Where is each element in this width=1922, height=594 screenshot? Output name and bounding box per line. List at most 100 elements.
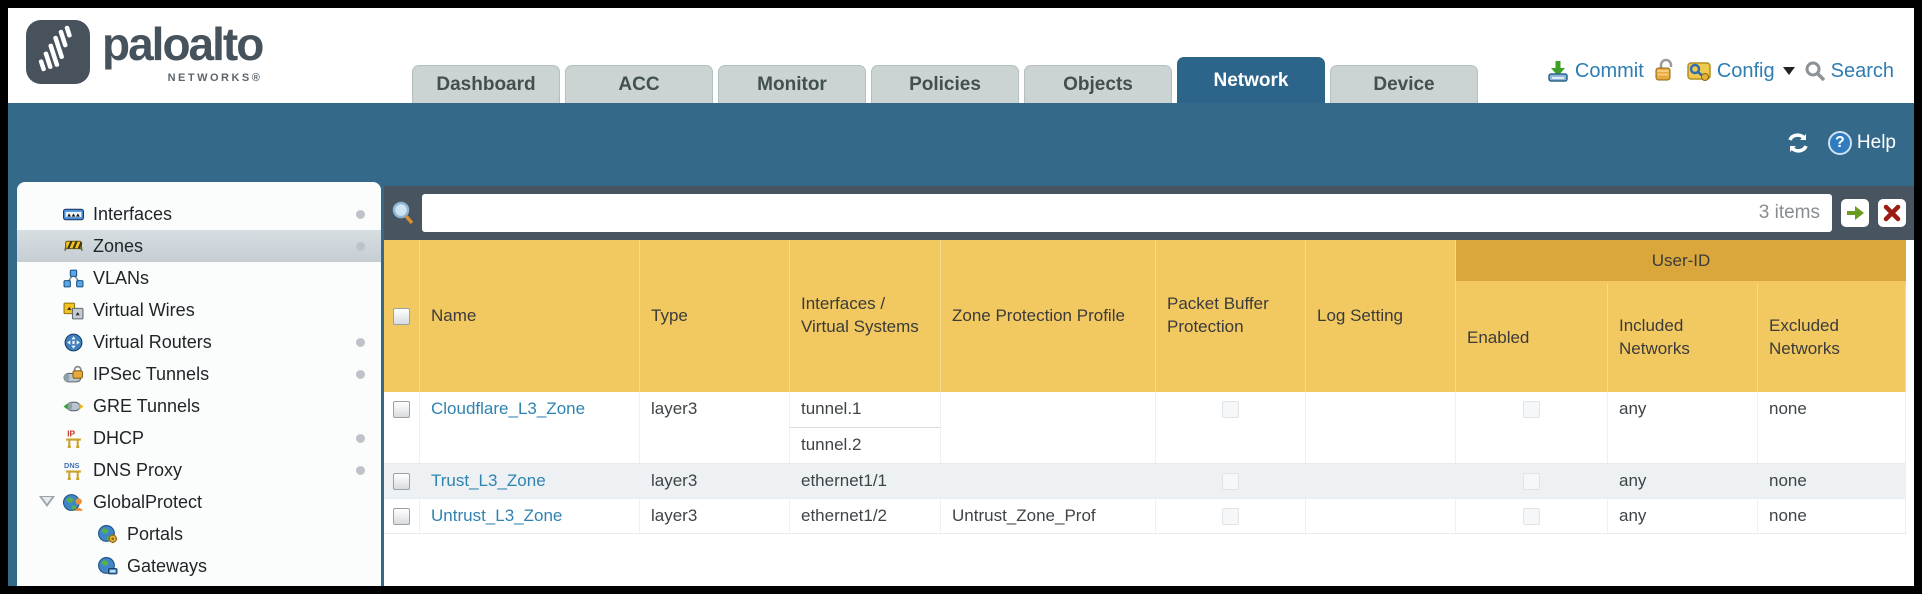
lock-icon[interactable]: [1653, 58, 1677, 84]
sidebar-item-dhcp[interactable]: IP DHCP: [17, 422, 381, 454]
zone-protection-profile-cell: [941, 464, 1156, 498]
zone-name-link[interactable]: Untrust_L3_Zone: [431, 506, 563, 525]
status-dot: [356, 338, 365, 347]
user-id-enabled-checkbox[interactable]: [1523, 401, 1540, 418]
interface-item: tunnel.1: [790, 392, 940, 428]
brand-subtitle: NETWORKS®: [167, 72, 263, 84]
interface-item: tunnel.2: [790, 427, 940, 463]
user-id-subheaders: Enabled Included Networks Excluded Netwo…: [1456, 284, 1906, 392]
sidebar-item-ipsec-tunnels[interactable]: IPSec Tunnels: [17, 358, 381, 390]
config-menu[interactable]: Config: [1686, 59, 1795, 83]
commit-icon: [1548, 61, 1568, 82]
column-header-included-networks[interactable]: Included Networks: [1608, 284, 1758, 392]
main-content: 3 items Name Type: [384, 186, 1914, 586]
page-toolbar: ? Help: [1784, 130, 1896, 156]
zone-name-link[interactable]: Trust_L3_Zone: [431, 471, 546, 490]
virtual-routers-icon: [64, 333, 83, 351]
tab-monitor[interactable]: Monitor: [718, 65, 866, 103]
sidebar-item-gre-tunnels[interactable]: GRE Tunnels: [17, 390, 381, 422]
help-button[interactable]: ? Help: [1827, 131, 1896, 155]
paloalto-logo: paloalto NETWORKS®: [24, 18, 264, 86]
search-icon: [1805, 61, 1825, 82]
column-header-enabled[interactable]: Enabled: [1456, 284, 1608, 392]
excluded-networks-cell: none: [1758, 499, 1906, 533]
refresh-icon[interactable]: [1784, 130, 1812, 156]
commit-button[interactable]: Commit: [1546, 59, 1644, 83]
column-header-packet-buffer-protection[interactable]: Packet Buffer Protection: [1156, 240, 1306, 392]
sidebar-item-portals[interactable]: Portals: [17, 518, 381, 550]
zone-type-cell: layer3: [640, 392, 790, 463]
select-all-checkbox[interactable]: [393, 307, 410, 325]
tab-acc[interactable]: ACC: [565, 65, 713, 103]
tab-policies[interactable]: Policies: [871, 65, 1019, 103]
packet-buffer-protection-checkbox[interactable]: [1222, 472, 1239, 490]
packet-buffer-protection-checkbox[interactable]: [1222, 401, 1239, 418]
log-setting-cell: [1306, 464, 1456, 498]
excluded-networks-cell: none: [1758, 464, 1906, 498]
sidebar-item-label: IPSec Tunnels: [93, 363, 210, 384]
zone-protection-profile-cell: Untrust_Zone_Prof: [941, 499, 1156, 533]
filter-input-wrap: 3 items: [422, 194, 1832, 232]
sidebar-item-globalprotect[interactable]: GlobalProtect: [17, 486, 381, 518]
apply-filter-button[interactable]: [1841, 199, 1869, 227]
svg-text:DNS: DNS: [64, 461, 80, 470]
sidebar-item-virtual-wires[interactable]: Virtual Wires: [17, 294, 381, 326]
clear-filter-button[interactable]: [1878, 199, 1906, 227]
status-dot: [356, 242, 365, 251]
interfaces-cell: ethernet1/2: [790, 499, 941, 533]
column-header-log-setting[interactable]: Log Setting: [1306, 240, 1456, 392]
sidebar-item-label: GlobalProtect: [93, 491, 203, 512]
sidebar-item-dns-proxy[interactable]: DNS DNS Proxy: [17, 454, 381, 486]
zone-name-link[interactable]: Cloudflare_L3_Zone: [431, 399, 586, 418]
green-arrow-icon: [1847, 206, 1864, 220]
search-button[interactable]: Search: [1804, 60, 1894, 83]
packet-buffer-protection-checkbox[interactable]: [1222, 507, 1239, 525]
filter-search-icon: [392, 201, 414, 225]
row-checkbox[interactable]: [393, 401, 410, 418]
tab-dashboard[interactable]: Dashboard: [412, 65, 560, 103]
status-dot: [356, 434, 365, 443]
sidebar-item-label: Portals: [127, 523, 184, 544]
column-header-name[interactable]: Name: [420, 240, 640, 392]
filter-input[interactable]: [422, 194, 1832, 232]
virtual-wires-icon: [63, 302, 84, 319]
user-id-enabled-checkbox[interactable]: [1523, 472, 1540, 490]
included-networks-cell: any: [1608, 499, 1758, 533]
tab-device[interactable]: Device: [1330, 65, 1478, 103]
sidebar-item-label: Zones: [93, 235, 144, 256]
sidebar-item-virtual-routers[interactable]: Virtual Routers: [17, 326, 381, 358]
column-header-zone-protection-profile[interactable]: Zone Protection Profile: [941, 240, 1156, 392]
config-label: Config: [1716, 59, 1775, 82]
user-id-column-group: User-ID Enabled Included Networks Exclud…: [1456, 240, 1906, 392]
commit-label: Commit: [1574, 59, 1644, 82]
tab-network[interactable]: Network: [1177, 57, 1325, 103]
interfaces-cell: ethernet1/1: [790, 464, 941, 498]
interfaces-cell: tunnel.1 tunnel.2: [790, 392, 941, 463]
vlans-icon: [63, 269, 84, 287]
excluded-networks-cell: none: [1758, 392, 1906, 463]
tab-objects[interactable]: Objects: [1024, 65, 1172, 103]
row-checkbox[interactable]: [393, 507, 410, 525]
brand-name: paloalto: [102, 18, 264, 70]
sidebar-item-label: Virtual Routers: [93, 331, 212, 352]
sidebar-item-gateways[interactable]: Gateways: [17, 550, 381, 582]
column-header-type[interactable]: Type: [640, 240, 790, 392]
sidebar-item-interfaces[interactable]: Interfaces: [17, 198, 381, 230]
expand-triangle-icon[interactable]: [39, 496, 55, 507]
sidebar-item-zones[interactable]: Zones: [17, 230, 381, 262]
column-header-excluded-networks[interactable]: Excluded Networks: [1758, 284, 1906, 392]
row-checkbox[interactable]: [393, 472, 410, 490]
help-icon: ?: [1827, 131, 1852, 155]
gateways-icon: [98, 556, 118, 574]
network-sidebar: Interfaces Zones VLANs: [17, 182, 381, 586]
sidebar-item-label: DNS Proxy: [93, 459, 183, 480]
column-header-interfaces[interactable]: Interfaces / Virtual Systems: [790, 240, 941, 392]
ipsec-tunnels-icon: [63, 365, 83, 382]
interfaces-icon: [63, 208, 84, 220]
search-label: Search: [1830, 59, 1894, 82]
header-utilities: Commit Config: [1546, 58, 1894, 84]
zone-protection-profile-cell: [941, 392, 1156, 463]
user-id-enabled-checkbox[interactable]: [1523, 507, 1540, 525]
sidebar-item-vlans[interactable]: VLANs: [17, 262, 381, 294]
table-row: Trust_L3_Zone layer3 ethernet1/1 any non…: [384, 464, 1906, 499]
